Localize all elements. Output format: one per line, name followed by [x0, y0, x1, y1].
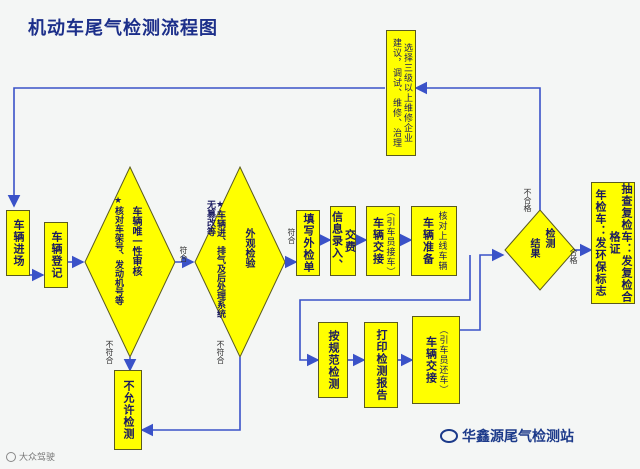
result-diamond — [504, 209, 576, 291]
pass-label-2: 符合 — [287, 228, 296, 244]
pass-outcome-node: 年检车：发环保标志 抽查复检车：发复检合格证 — [591, 182, 635, 304]
test-not-allowed-node: 不允许检测 — [114, 370, 142, 450]
fill-inspection-form-node: 填写外检单 — [296, 210, 320, 276]
vehicle-prepare-node: 车辆准备 核对上线车辆 — [411, 206, 457, 276]
print-report-node: 打印检测报告 — [364, 322, 398, 408]
identity-check-label: 车辆唯一性审核 — [130, 206, 141, 276]
appearance-check-label: 外观检验 — [243, 228, 254, 268]
standard-test-node: 按规范检测 — [318, 322, 348, 398]
info-entry-node: 信息录入、 交费 — [330, 206, 357, 276]
ng-label: 不合格 — [523, 188, 532, 212]
fail-label-2: 不符合 — [216, 340, 225, 364]
vehicle-entry-node: 车辆进场 — [6, 210, 30, 276]
pass-label-1: 符合 — [179, 246, 188, 262]
vehicle-registration-node: 车辆登记 — [44, 222, 68, 288]
result-label-a: 检测 — [543, 228, 554, 248]
vehicle-handover-in-node: 车辆交接 （引车员接车） — [366, 206, 400, 277]
repair-suggestion-node: 建议，调试、维修、治理 选择三级以上维修企业 — [386, 30, 416, 156]
appearance-check-detail: ★车辆进、排气及后处理系统无篡改等 — [205, 200, 225, 318]
result-label-b: 结果 — [528, 238, 539, 258]
identity-check-detail: ★核对车架号、发动机号等 — [113, 196, 123, 305]
brand-watermark: 华鑫源尾气检测站 — [440, 426, 574, 446]
corner-watermark: 大众驾驶 — [6, 450, 55, 463]
vehicle-handover-out-node: 车辆交接 （引车员还车） — [412, 316, 460, 404]
page-title: 机动车尾气检测流程图 — [28, 18, 218, 39]
logo-icon — [6, 451, 16, 462]
chat-icon — [440, 429, 458, 443]
fail-label-1: 不符合 — [105, 340, 114, 364]
ok-label: 合格 — [569, 248, 578, 264]
